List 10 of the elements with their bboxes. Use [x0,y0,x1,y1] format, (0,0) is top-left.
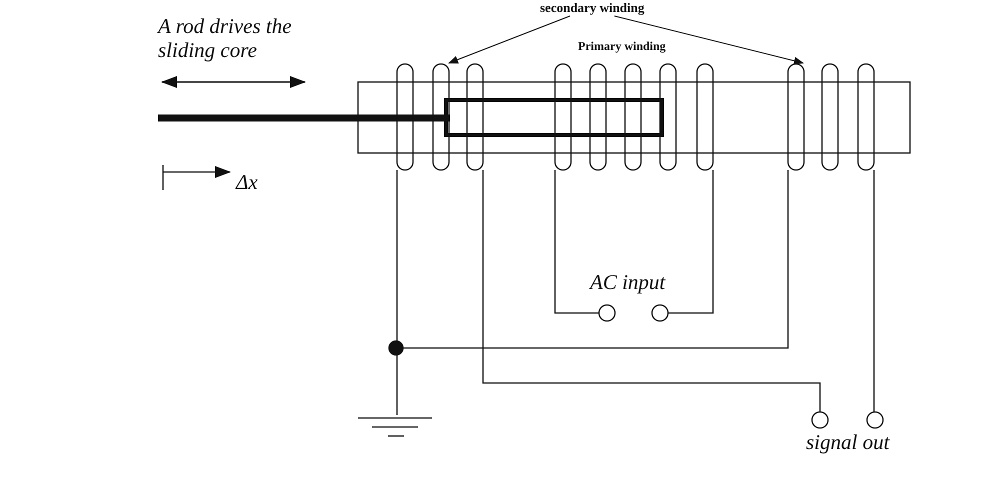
caption-text: A rod drives the sliding core [158,14,293,62]
terminal-label: signal out [806,430,890,454]
winding-label: Primary winding [578,40,666,54]
displacement-label: Δx [236,170,258,194]
leader-line [614,16,804,65]
winding-label: secondary winding [540,0,644,16]
coil-drawing [396,63,484,171]
coil-drawing [787,63,875,171]
leader-line [448,16,570,64]
terminal-label: AC input [590,270,666,294]
